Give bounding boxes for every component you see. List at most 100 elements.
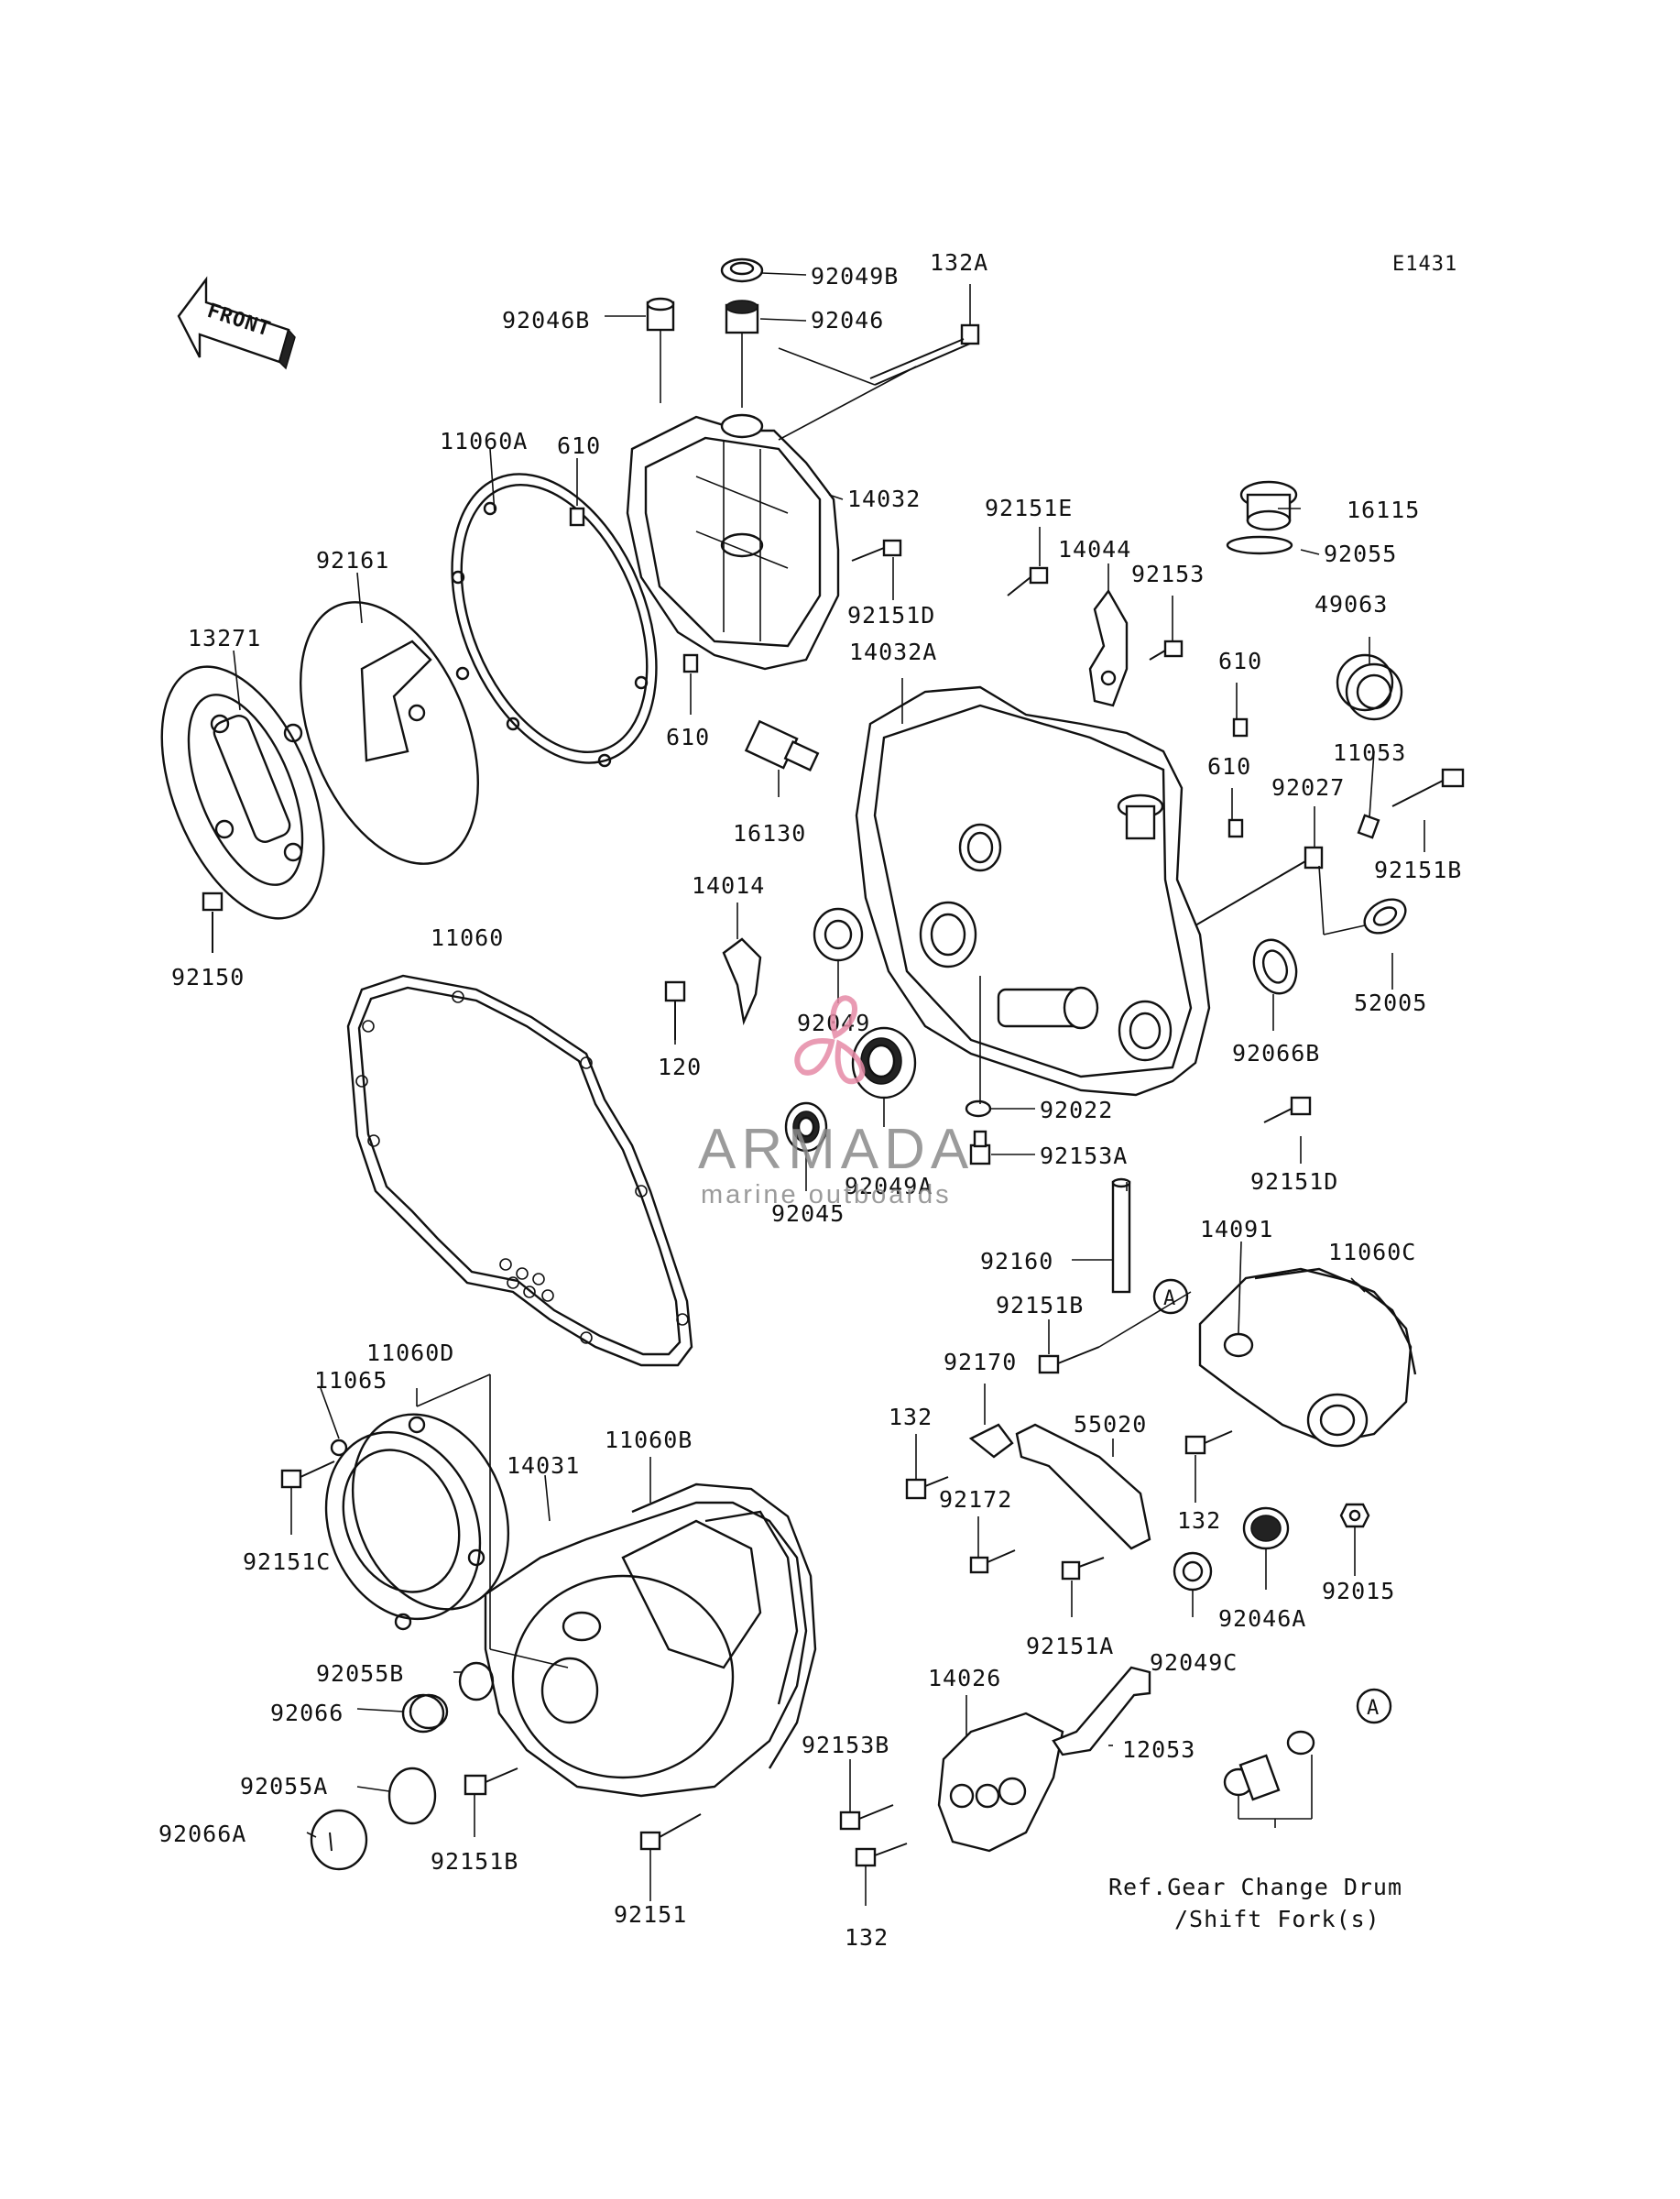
- part-14044-bracket: [1088, 588, 1129, 707]
- label-610-c: 610: [1218, 648, 1262, 674]
- part-92022-washer: [965, 1100, 992, 1118]
- part-55020-bracket: [1015, 1423, 1151, 1550]
- part-92150-bolt: [202, 892, 224, 953]
- label-92151E: 92151E: [985, 495, 1073, 521]
- label-92046B: 92046B: [502, 307, 590, 334]
- part-92153B-bolt: [839, 1804, 894, 1831]
- label-92046A: 92046A: [1218, 1605, 1306, 1632]
- label-92151D-a: 92151D: [847, 602, 935, 629]
- ref-note-line2: /Shift Fork(s): [1174, 1906, 1380, 1932]
- part-92151E-bolt: [1007, 566, 1049, 596]
- label-132A: 132A: [930, 249, 988, 276]
- label-49063: 49063: [1315, 591, 1388, 618]
- label-52005: 52005: [1354, 990, 1427, 1016]
- label-14014: 14014: [692, 872, 765, 899]
- part-92045-bearing: [784, 1101, 828, 1153]
- label-14026: 14026: [928, 1665, 1001, 1691]
- label-92161: 92161: [316, 547, 389, 574]
- label-11060D: 11060D: [366, 1340, 454, 1366]
- label-92172: 92172: [939, 1486, 1012, 1513]
- part-92151B-bolt-right: [1391, 768, 1465, 807]
- part-16130-collar: [744, 719, 820, 771]
- label-12053: 12053: [1122, 1736, 1195, 1763]
- label-11065: 11065: [314, 1367, 387, 1394]
- part-14014-bracket: [722, 937, 762, 1026]
- label-92151: 92151: [614, 1901, 687, 1928]
- label-92153A: 92153A: [1040, 1143, 1128, 1169]
- label-14091: 14091: [1200, 1216, 1273, 1242]
- part-92151B-bolt-mid: [1038, 1346, 1100, 1374]
- label-14044: 14044: [1058, 536, 1131, 563]
- part-92066A-plug: [310, 1809, 368, 1871]
- label-132-b: 132: [1177, 1507, 1221, 1534]
- ref-note-line1: Ref.Gear Change Drum: [1108, 1874, 1402, 1900]
- part-132-bolt-b: [1184, 1430, 1233, 1455]
- part-92172-screw: [969, 1549, 1016, 1574]
- part-92046-bearing: [725, 300, 759, 334]
- part-11060D-gasket: [351, 1413, 510, 1611]
- watermark-logo-icon: [794, 995, 866, 1085]
- label-92160: 92160: [980, 1248, 1053, 1275]
- part-92049B-seal: [720, 257, 764, 283]
- label-92055: 92055: [1324, 541, 1397, 567]
- part-92170-bracket: [968, 1423, 1014, 1459]
- part-11060C-gasket: [1254, 1267, 1417, 1375]
- label-132-c: 132: [845, 1924, 889, 1951]
- label-14032: 14032: [847, 486, 921, 512]
- part-92151B-bolt-bottom: [464, 1767, 518, 1796]
- diagram-code: E1431: [1392, 253, 1457, 276]
- part-14026-cover: [937, 1712, 1064, 1853]
- label-92045: 92045: [771, 1200, 845, 1227]
- part-92151C-bolt: [280, 1461, 335, 1489]
- label-120: 120: [658, 1054, 702, 1080]
- label-92151B-a: 92151B: [1374, 857, 1462, 883]
- part-92160-pin: [1111, 1177, 1131, 1294]
- part-52005-seal: [1363, 898, 1407, 935]
- part-610-dowel-c: [1232, 717, 1249, 738]
- label-11060: 11060: [431, 924, 504, 951]
- label-16130: 16130: [733, 820, 806, 847]
- part-11060-gasket: [346, 974, 693, 1367]
- part-92066B-cap: [1252, 938, 1298, 995]
- label-92151C: 92151C: [243, 1548, 331, 1575]
- label-92151B-c: 92151B: [431, 1848, 518, 1875]
- label-16115: 16115: [1347, 497, 1420, 523]
- label-132-a: 132: [889, 1404, 933, 1430]
- part-92055A-o-ring: [387, 1767, 437, 1825]
- label-92055A: 92055A: [240, 1773, 328, 1800]
- label-92046: 92046: [811, 307, 884, 334]
- part-14091-cover: [1198, 1267, 1413, 1448]
- label-610-b: 610: [666, 724, 710, 750]
- label-92049C: 92049C: [1150, 1649, 1238, 1676]
- label-92055B: 92055B: [316, 1660, 404, 1687]
- label-92015: 92015: [1322, 1578, 1395, 1604]
- part-132-bolt-c: [855, 1843, 908, 1867]
- part-92066-plug: [401, 1693, 449, 1734]
- leader-lines: [233, 272, 1425, 1906]
- watermark-title: ARMADA: [698, 1118, 974, 1181]
- part-labels: 92049B 132A 92046B 92046 11060A 610 1403…: [158, 249, 1462, 1951]
- label-55020: 55020: [1074, 1411, 1147, 1438]
- label-92066B: 92066B: [1232, 1040, 1320, 1067]
- front-arrow: FRONT: [177, 276, 296, 370]
- part-12053-guide: [1052, 1666, 1151, 1756]
- label-92027: 92027: [1271, 774, 1345, 801]
- part-14031-cover: [484, 1501, 808, 1798]
- part-92049A-seal: [851, 1026, 917, 1100]
- part-92015-nut: [1339, 1503, 1370, 1528]
- label-92049A: 92049A: [845, 1173, 933, 1199]
- label-92151B-b: 92151B: [996, 1292, 1084, 1318]
- marker-a-lower-label: A: [1367, 1697, 1380, 1720]
- part-49063-cap: [1336, 653, 1403, 721]
- watermark-subtitle: marine outboards: [701, 1180, 952, 1209]
- part-92046B-bushing: [646, 297, 675, 332]
- part-132A-bolt: [869, 323, 980, 386]
- part-shift-switch: [1223, 1730, 1315, 1801]
- part-11060A-gasket: [451, 473, 658, 768]
- watermark: ARMADA marine outboards: [698, 995, 974, 1209]
- part-92055-o-ring: [1226, 535, 1293, 555]
- part-13271-plate: [160, 665, 325, 920]
- label-92170: 92170: [944, 1349, 1017, 1375]
- part-92153A-bolt: [969, 1130, 991, 1165]
